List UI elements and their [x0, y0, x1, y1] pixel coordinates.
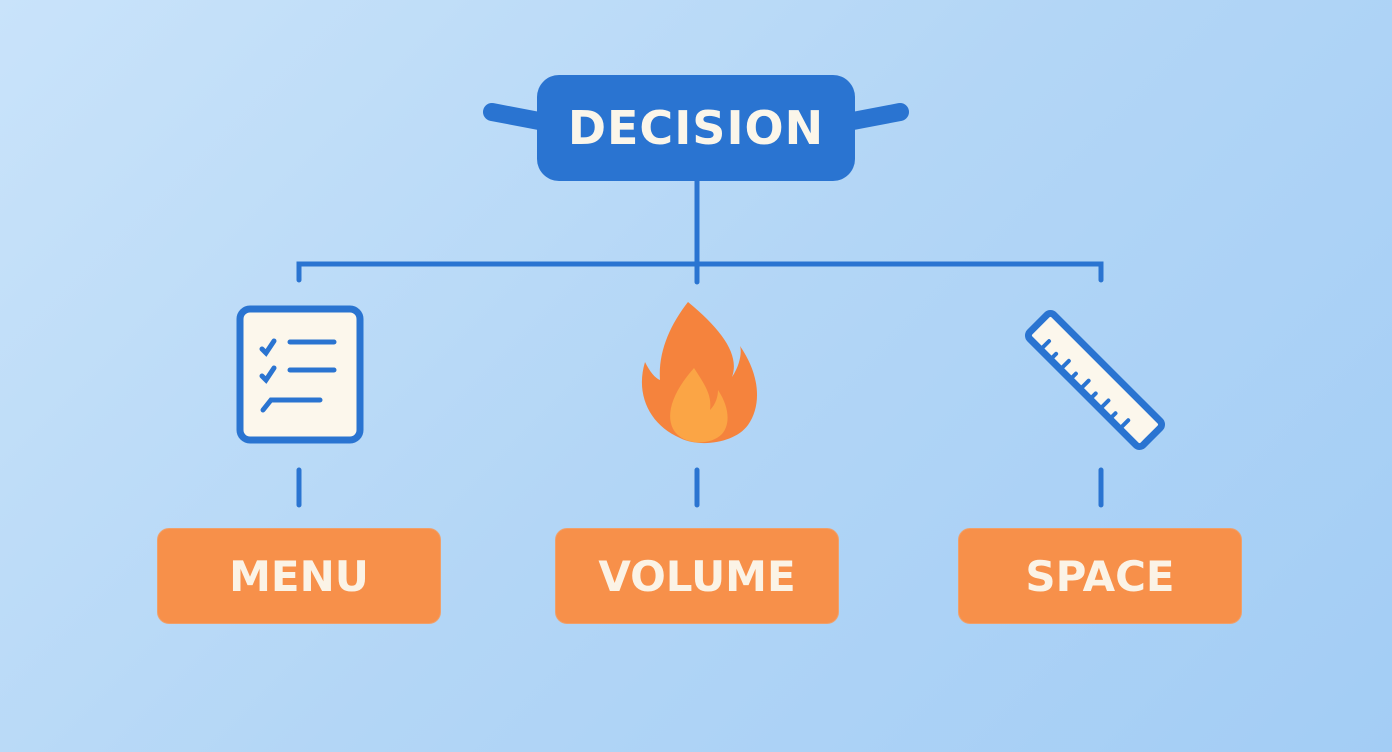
- branch-line: [296, 261, 1104, 283]
- ruler-icon: [1024, 309, 1166, 451]
- option-space: SPACE: [958, 528, 1242, 624]
- checklist-icon: [236, 305, 364, 444]
- decision-node: DECISION: [537, 75, 855, 181]
- option-menu: MENU: [157, 528, 441, 624]
- dash-connectors: [296, 467, 1104, 508]
- flame-icon: [641, 302, 758, 444]
- option-volume: VOLUME: [555, 528, 839, 624]
